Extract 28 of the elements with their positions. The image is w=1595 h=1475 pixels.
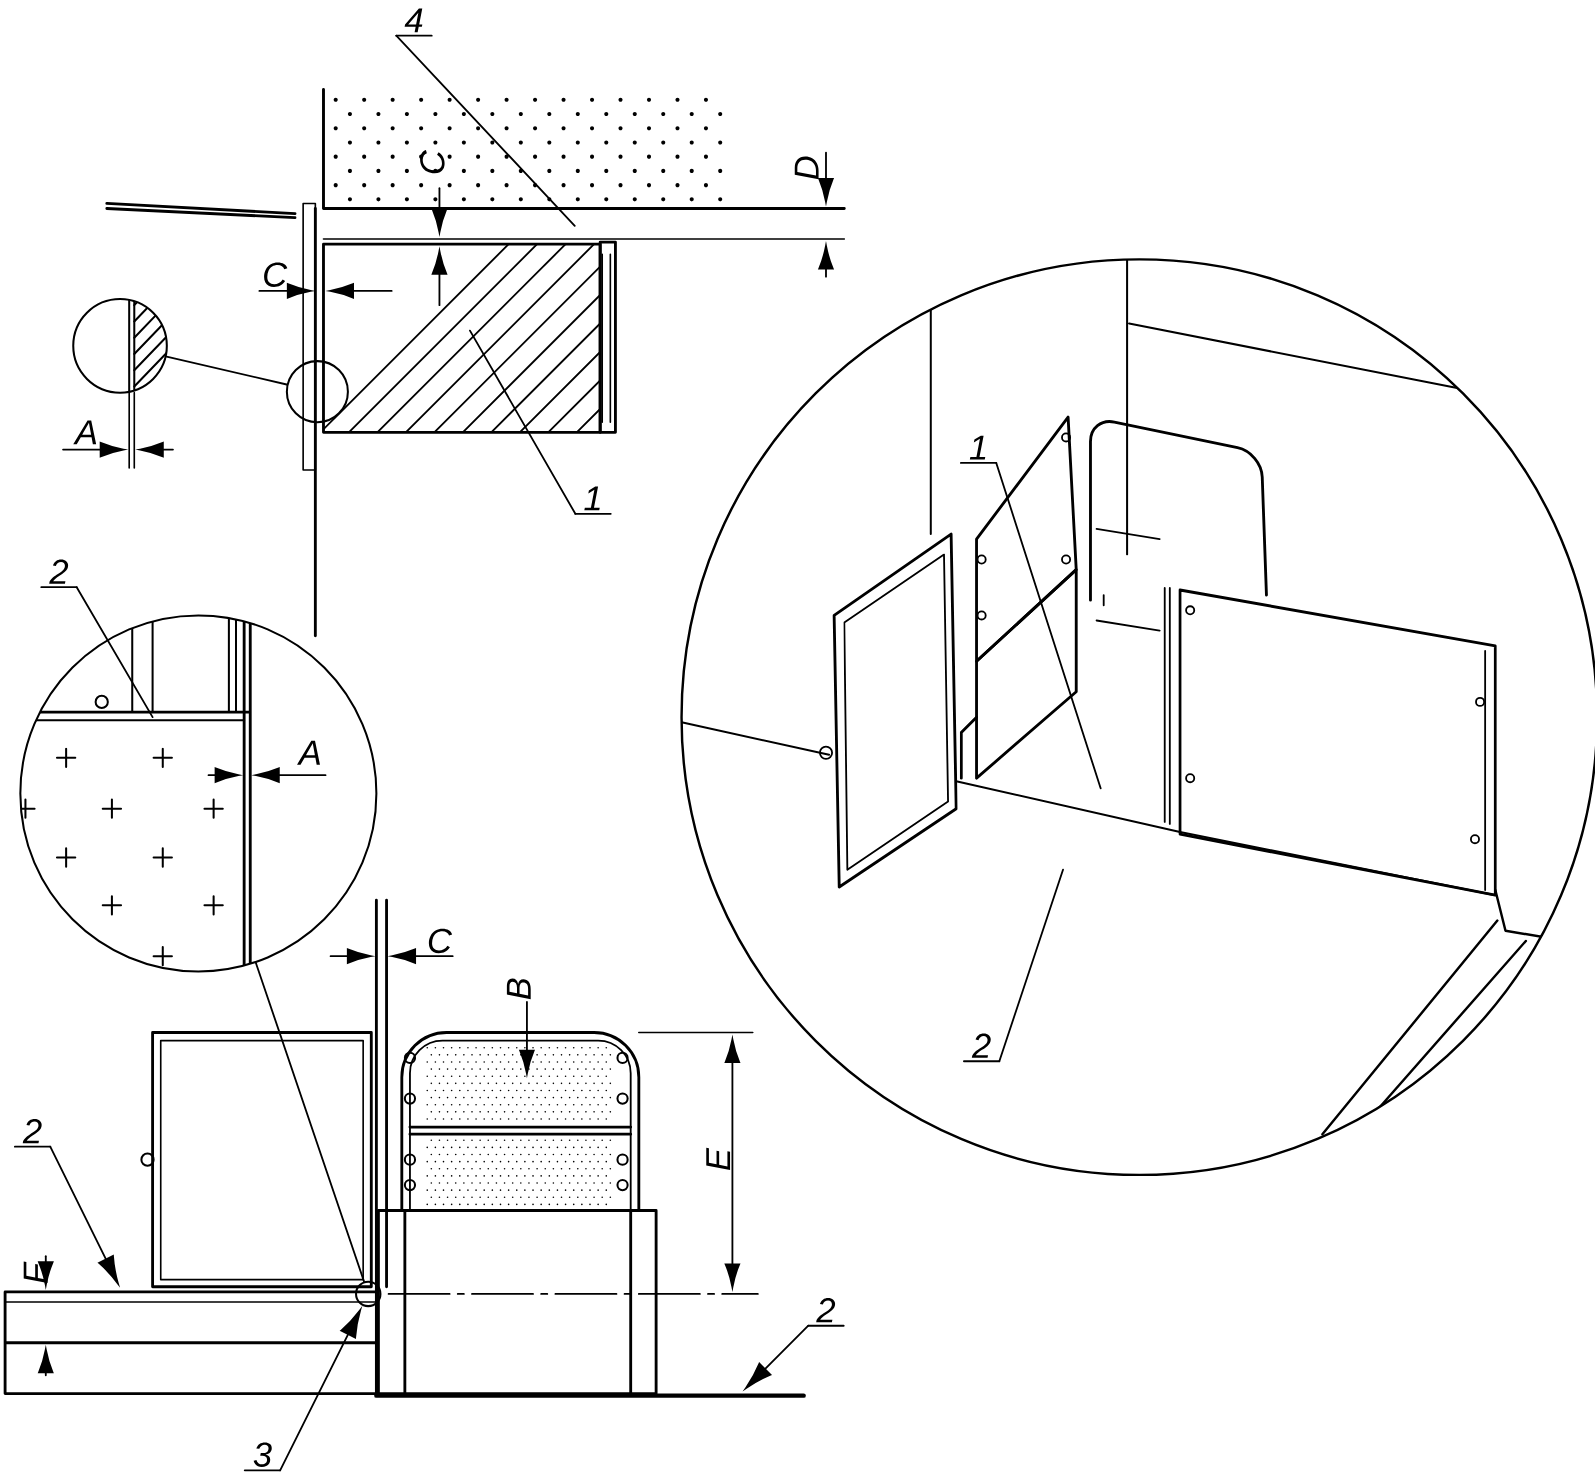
leader-line bbox=[745, 1324, 810, 1389]
callout-number: 2 bbox=[40, 559, 78, 589]
callout-number: 4 bbox=[395, 8, 433, 37]
leader-line bbox=[49, 1145, 119, 1285]
detail-circle bbox=[285, 360, 349, 424]
callout-number: 1 bbox=[959, 435, 998, 464]
dimension-label: C bbox=[428, 928, 453, 954]
callout-number: 3 bbox=[243, 1442, 282, 1472]
callout-number: 2 bbox=[963, 1033, 1001, 1063]
leader-line bbox=[279, 1309, 362, 1472]
connector-line bbox=[255, 962, 365, 1283]
connector-line bbox=[75, 586, 154, 719]
leader-line bbox=[998, 868, 1064, 1063]
leader-line bbox=[995, 462, 1102, 790]
dimension-label: A bbox=[297, 740, 320, 765]
dimension-label: C bbox=[264, 262, 288, 287]
dimension-label: E bbox=[706, 1147, 731, 1171]
connector-line bbox=[165, 355, 288, 386]
callout-number: 2 bbox=[13, 1119, 52, 1148]
dimension-label: D bbox=[794, 156, 819, 180]
leader-line bbox=[395, 34, 576, 227]
leader-line bbox=[469, 329, 577, 515]
callout-number: 1 bbox=[574, 486, 612, 515]
detail-circle bbox=[19, 614, 378, 973]
detail-circle bbox=[72, 298, 168, 394]
detail-circle bbox=[355, 1280, 382, 1308]
callout-number: 2 bbox=[807, 1298, 845, 1327]
dimension-label: B bbox=[506, 978, 531, 1000]
